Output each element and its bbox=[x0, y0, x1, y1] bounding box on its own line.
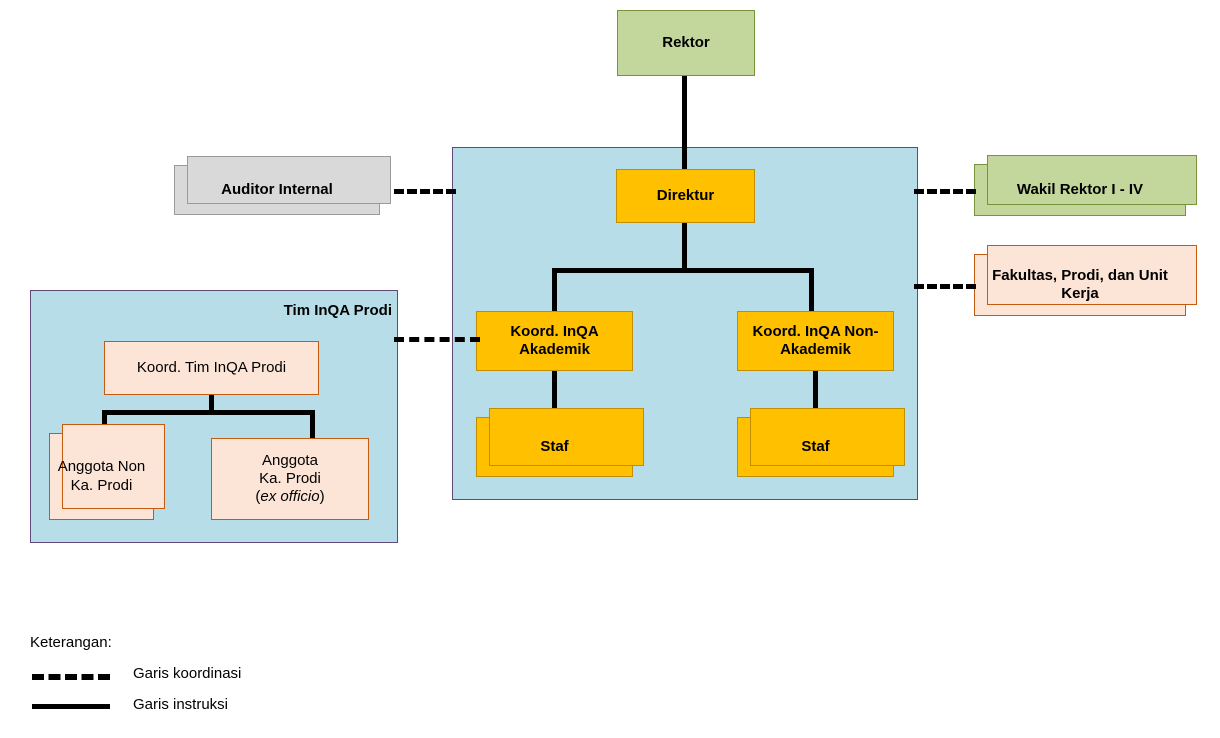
node-koord-tim-inqa-prodi[interactable]: Koord. Tim InQA Prodi bbox=[104, 341, 319, 395]
node-anggota-ka-prodi-label: Anggota Ka. Prodi (ex officio) bbox=[212, 452, 368, 507]
node-anggota-ka-prodi-paren-close: ) bbox=[319, 488, 325, 506]
line-to-anggota-non-ka-prodi bbox=[102, 410, 107, 435]
node-koord-inqa-non-akademik[interactable]: Koord. InQA Non-Akademik bbox=[737, 311, 894, 371]
node-auditor-internal-label: Auditor Internal bbox=[221, 180, 333, 198]
node-anggota-ka-prodi-ex-officio: ex officio bbox=[260, 488, 320, 506]
line-to-koord-non-akademik bbox=[809, 268, 814, 313]
node-wakil-rektor[interactable]: Wakil Rektor I - IV bbox=[974, 155, 1197, 216]
line-direktur-down bbox=[682, 222, 687, 271]
legend-coordination-label: Garis koordinasi bbox=[133, 665, 242, 682]
legend-coordination-swatch bbox=[32, 674, 110, 680]
node-rektor[interactable]: Rektor bbox=[617, 10, 755, 76]
node-staf-akademik[interactable]: Staf bbox=[476, 408, 644, 477]
legend-instruction-swatch bbox=[32, 704, 110, 709]
node-koord-inqa-akademik-label: Koord. InQA Akademik bbox=[510, 322, 599, 358]
line-coord-auditor-direktorat bbox=[394, 189, 456, 194]
node-koord-tim-inqa-prodi-label: Koord. Tim InQA Prodi bbox=[136, 358, 287, 376]
node-anggota-ka-prodi-line1: Anggota bbox=[262, 451, 318, 469]
node-anggota-ka-prodi-paren-open: ( bbox=[255, 488, 261, 506]
line-koord-non-akademik-staf bbox=[813, 371, 818, 417]
legend-instruction-label: Garis instruksi bbox=[133, 696, 229, 713]
line-coord-timprodi-koord-akademik bbox=[394, 337, 480, 342]
line-koord-akademik-staf bbox=[552, 371, 557, 417]
line-split-horizontal bbox=[552, 268, 814, 273]
node-koord-inqa-akademik[interactable]: Koord. InQA Akademik bbox=[476, 311, 633, 371]
line-rektor-direktur bbox=[682, 75, 687, 170]
node-koord-inqa-non-akademik-label: Koord. InQA Non-Akademik bbox=[752, 322, 879, 358]
node-anggota-ka-prodi[interactable]: Anggota Ka. Prodi (ex officio) bbox=[211, 438, 369, 520]
node-rektor-label: Rektor bbox=[662, 33, 710, 51]
node-fakultas-prodi-unit-kerja[interactable]: Fakultas, Prodi, dan Unit Kerja bbox=[974, 245, 1197, 316]
node-anggota-non-ka-prodi-label: Anggota Non Ka. Prodi bbox=[57, 458, 146, 494]
node-direktur-label: Direktur bbox=[656, 186, 715, 204]
node-fakultas-prodi-unit-kerja-label: Fakultas, Prodi, dan Unit Kerja bbox=[992, 266, 1168, 302]
node-staf-non-akademik-label: Staf bbox=[801, 437, 830, 455]
node-direktur[interactable]: Direktur bbox=[616, 169, 755, 223]
line-koordtim-split-horizontal bbox=[102, 410, 315, 415]
line-coord-direktorat-fakultas bbox=[914, 284, 976, 289]
node-auditor-internal[interactable]: Auditor Internal bbox=[174, 156, 391, 215]
panel-tim-inqa-prodi-title: Tim InQA Prodi bbox=[283, 302, 392, 319]
node-anggota-ka-prodi-line2: Ka. Prodi bbox=[259, 469, 321, 487]
node-wakil-rektor-label: Wakil Rektor I - IV bbox=[1016, 180, 1144, 198]
line-to-koord-akademik bbox=[552, 268, 557, 313]
line-koordtim-down bbox=[209, 394, 214, 414]
node-staf-non-akademik[interactable]: Staf bbox=[737, 408, 905, 477]
line-coord-direktorat-wakil-rektor bbox=[914, 189, 976, 194]
legend-heading: Keterangan: bbox=[30, 634, 112, 651]
node-staf-akademik-label: Staf bbox=[540, 437, 569, 455]
line-to-anggota-ka-prodi bbox=[310, 410, 315, 438]
node-anggota-non-ka-prodi[interactable]: Anggota Non Ka. Prodi bbox=[49, 424, 165, 520]
